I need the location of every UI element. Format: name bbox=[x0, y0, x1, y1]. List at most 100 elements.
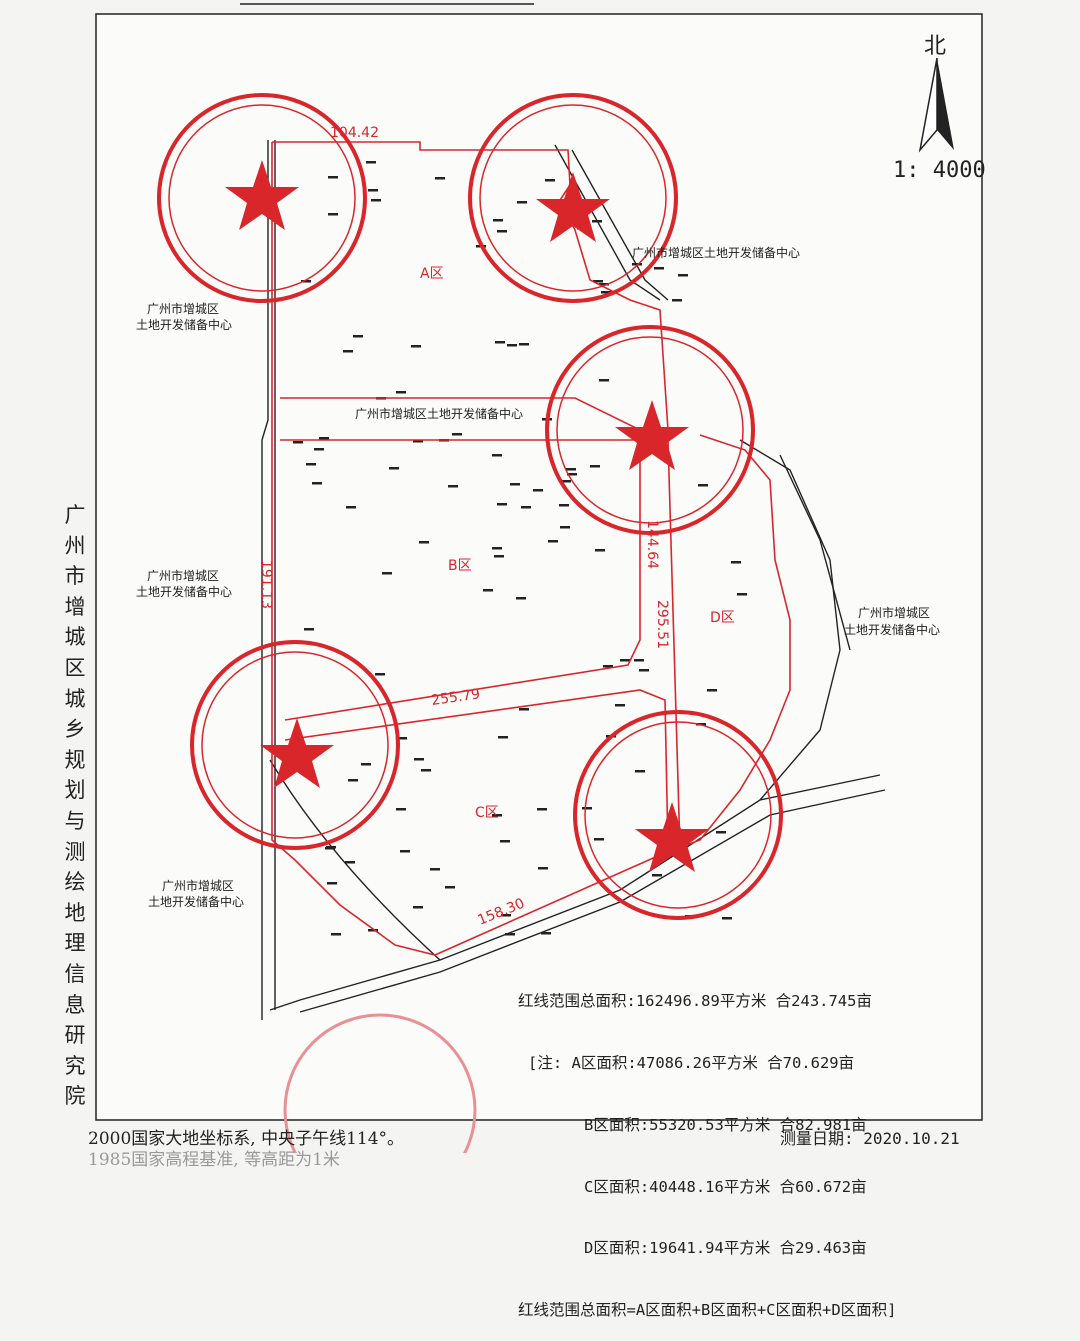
dim-vert1: 144.64 bbox=[644, 520, 660, 569]
terrain-dash bbox=[413, 440, 423, 443]
terrain-dash bbox=[493, 219, 503, 222]
terrain-dash bbox=[599, 379, 609, 382]
area-a: [注: A区面积:47086.26平方米 合70.629亩 bbox=[528, 1053, 855, 1072]
terrain-dash bbox=[510, 483, 520, 486]
north-arrow-icon bbox=[918, 57, 954, 153]
terrain-dash bbox=[448, 485, 458, 488]
terrain-dash bbox=[566, 468, 576, 471]
terrain-dash bbox=[368, 189, 378, 192]
terrain-dash bbox=[327, 882, 337, 885]
terrain-dash bbox=[533, 489, 543, 492]
north-label: 北 bbox=[924, 34, 947, 59]
terrain-dash bbox=[632, 263, 642, 266]
terrain-dash bbox=[343, 350, 353, 353]
terrain-dash bbox=[731, 561, 741, 564]
site-plan-map: A区 B区 C区 D区 104.42 255.79 158.30 144.64 … bbox=[95, 3, 983, 1153]
dim-vert2: 295.51 bbox=[654, 600, 670, 649]
terrain-dash bbox=[495, 341, 505, 344]
terrain-dash bbox=[519, 343, 529, 346]
terrain-dash bbox=[293, 441, 303, 444]
area-d: D区面积:19641.94平方米 合29.463亩 bbox=[584, 1239, 867, 1258]
terrain-dash bbox=[304, 628, 314, 631]
terrain-dash bbox=[328, 213, 338, 216]
terrain-dash bbox=[421, 769, 431, 772]
red-boundary bbox=[271, 141, 791, 956]
terrain-dash bbox=[620, 659, 630, 662]
terrain-dash bbox=[595, 549, 605, 552]
owner-label-left1-a: 广州市增城区 bbox=[147, 301, 219, 316]
terrain-dash bbox=[654, 267, 664, 270]
terrain-dash bbox=[301, 280, 311, 283]
terrain-dash bbox=[545, 179, 555, 182]
terrain-dash bbox=[492, 454, 502, 457]
survey-date: 测量日期: 2020.10.21 bbox=[780, 1129, 960, 1148]
elevation-note: 1985国家高程基准, 等高距为1米 bbox=[88, 1150, 340, 1170]
terrain-dash bbox=[314, 448, 324, 451]
terrain-dash bbox=[538, 867, 548, 870]
terrain-dash bbox=[430, 868, 440, 871]
area-formula: 红线范围总面积=A区面积+B区面积+C区面积+D区面积] bbox=[518, 1301, 897, 1320]
terrain-dash bbox=[419, 541, 429, 544]
terrain-dash bbox=[346, 506, 356, 509]
terrain-dash bbox=[397, 737, 407, 740]
terrain-dash bbox=[678, 274, 688, 277]
zone-c-label: C区 bbox=[475, 805, 499, 821]
terrain-dash bbox=[497, 230, 507, 233]
terrain-dash bbox=[599, 283, 609, 286]
terrain-dash bbox=[328, 176, 338, 179]
terrain-dash bbox=[348, 779, 358, 782]
terrain-dash bbox=[325, 847, 335, 850]
terrain-dash bbox=[737, 593, 747, 596]
terrain-dash bbox=[601, 291, 611, 294]
terrain-dash bbox=[375, 673, 385, 676]
terrain-dash bbox=[593, 280, 603, 283]
owner-label-left2-a: 广州市增城区 bbox=[147, 568, 219, 583]
terrain-dash bbox=[345, 861, 355, 864]
terrain-dash bbox=[331, 933, 341, 936]
terrain-dash bbox=[521, 506, 531, 509]
terrain-dash bbox=[590, 465, 600, 468]
terrain-dash bbox=[567, 473, 577, 476]
terrain-dash bbox=[519, 708, 529, 711]
terrain-dash bbox=[435, 177, 445, 180]
terrain-dash bbox=[501, 914, 511, 917]
terrain-dash bbox=[707, 689, 717, 692]
zone-b-label: B区 bbox=[448, 558, 472, 574]
owner-label-left3-a: 广州市增城区 bbox=[162, 878, 234, 893]
terrain-dash bbox=[582, 807, 592, 810]
terrain-dash bbox=[634, 659, 644, 662]
terrain-marks bbox=[293, 161, 747, 936]
terrain-dash bbox=[492, 547, 502, 550]
terrain-dash bbox=[494, 555, 504, 558]
terrain-dash bbox=[672, 299, 682, 302]
terrain-dash bbox=[382, 572, 392, 575]
area-b: B区面积:55320.53平方米 合82.981亩 bbox=[584, 1115, 867, 1134]
area-c: C区面积:40448.16平方米 合60.672亩 bbox=[584, 1177, 867, 1196]
terrain-dash bbox=[413, 906, 423, 909]
zone-d-label: D区 bbox=[710, 610, 735, 626]
terrain-dash bbox=[517, 201, 527, 204]
terrain-dash bbox=[698, 484, 708, 487]
terrain-dash bbox=[516, 597, 526, 600]
terrain-dash bbox=[414, 758, 424, 761]
terrain-dash bbox=[389, 467, 399, 470]
terrain-dash bbox=[603, 665, 613, 668]
terrain-dash bbox=[396, 391, 406, 394]
terrain-dash bbox=[452, 433, 462, 436]
dim-top: 104.42 bbox=[330, 125, 379, 141]
seal-stamps bbox=[157, 93, 783, 1153]
scale-label: 1: 4000 bbox=[893, 158, 986, 183]
terrain-dash bbox=[507, 344, 517, 347]
terrain-dash bbox=[371, 199, 381, 202]
terrain-dash bbox=[592, 220, 602, 223]
owner-label-left3-b: 土地开发储备中心 bbox=[148, 894, 244, 909]
owner-label-right-b: 土地开发储备中心 bbox=[844, 622, 940, 637]
coord-system-note: 2000国家大地坐标系, 中央子午线114°。 bbox=[88, 1129, 405, 1149]
dim-diag: 255.79 bbox=[430, 686, 481, 709]
terrain-dash bbox=[505, 933, 515, 936]
terrain-dash bbox=[498, 736, 508, 739]
terrain-dash bbox=[312, 482, 322, 485]
terrain-dash bbox=[722, 917, 732, 920]
terrain-dash bbox=[537, 808, 547, 811]
dim-left: 191.13 bbox=[258, 560, 274, 609]
